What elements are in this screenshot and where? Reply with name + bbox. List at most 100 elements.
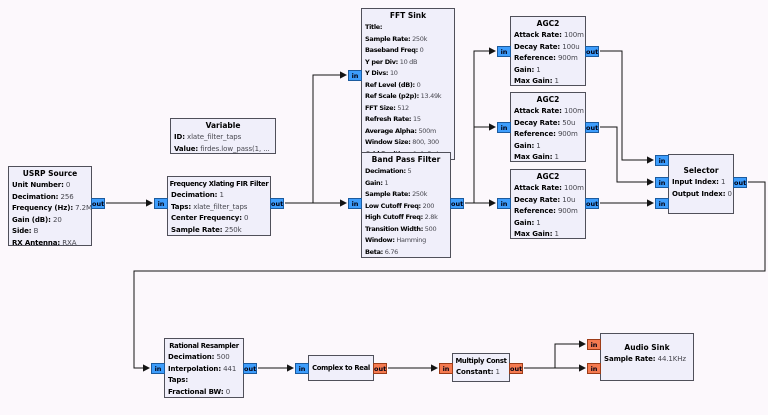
param-row: Beta: 6.76 xyxy=(365,247,399,256)
wire-agc-bottom-to-selector[interactable] xyxy=(600,199,654,207)
out-port[interactable]: out xyxy=(373,363,387,374)
param-row: Attack Rate: 100m xyxy=(514,107,584,115)
param-row: Fractional BW: 0 xyxy=(168,387,231,396)
wire-bpf-to-agcs[interactable] xyxy=(465,47,496,207)
in-port-0[interactable]: in xyxy=(655,155,669,166)
out-port[interactable]: out xyxy=(91,198,105,209)
out-port[interactable]: out xyxy=(585,198,599,209)
in-port[interactable]: in xyxy=(439,363,453,374)
in-port-1[interactable]: in xyxy=(587,363,601,374)
param-row: Attack Rate: 100m xyxy=(514,31,584,39)
block-params: Sample Rate: 44.1KHz xyxy=(601,354,693,366)
param-row: Input Index: 1 xyxy=(672,178,726,186)
in-port[interactable]: in xyxy=(348,198,362,209)
in-port[interactable]: in xyxy=(497,46,511,57)
wire-agc-mid-to-selector[interactable] xyxy=(600,126,654,186)
in-port-2[interactable]: in xyxy=(655,198,669,209)
param-row: RX Antenna: RXA xyxy=(12,238,77,247)
param-row: Decay Rate: 50u xyxy=(514,118,576,127)
param-row: Max Gain: 1 xyxy=(514,153,559,161)
param-row: Gain (dB): 20 xyxy=(12,215,62,224)
param-row: Gain: 1 xyxy=(514,65,541,74)
param-row: Decimation: 1 xyxy=(171,191,224,199)
block-title: AGC2 xyxy=(536,19,560,28)
out-port[interactable]: out xyxy=(270,198,284,209)
block-audio-sink[interactable]: Audio Sink Sample Rate: 44.1KHz in in xyxy=(587,333,694,381)
wire-fir-to-fft-and-bpf[interactable] xyxy=(285,71,347,207)
param-row: Y Divs: 10 xyxy=(365,69,398,77)
wire-usrp-to-fir[interactable] xyxy=(106,199,153,207)
in-port[interactable]: in xyxy=(497,198,511,209)
param-row: Y per Div: 10 dB xyxy=(365,57,418,66)
param-row: Window: Hamming xyxy=(365,236,426,244)
out-port[interactable]: out xyxy=(585,122,599,133)
block-usrp-source[interactable]: USRP Source Unit Number: 0 Decimation: 25… xyxy=(8,166,105,249)
in-port-1[interactable]: in xyxy=(655,177,669,188)
in-port[interactable]: in xyxy=(295,363,309,374)
block-title: Audio Sink xyxy=(624,343,670,352)
param-row: Gain: 1 xyxy=(514,141,541,150)
block-multiply-const[interactable]: Multiply Const Constant: 1 in out xyxy=(439,353,523,382)
block-title: Variable xyxy=(205,121,241,130)
block-params: Constant: 1 xyxy=(453,367,509,379)
param-row: Low Cutoff Freq: 200 xyxy=(365,201,435,210)
block-title: USRP Source xyxy=(22,169,78,178)
out-port[interactable]: out xyxy=(243,363,257,374)
in-port[interactable]: in xyxy=(348,70,362,81)
wire-selector-to-resampler[interactable] xyxy=(133,181,766,372)
in-port[interactable]: in xyxy=(497,122,511,133)
param-row: Center Frequency: 0 xyxy=(171,214,249,222)
param-row: Unit Number: 0 xyxy=(12,181,71,189)
param-row: Decay Rate: 100u xyxy=(514,42,580,51)
param-row: Reference: 900m xyxy=(514,54,578,62)
param-row: Reference: 900m xyxy=(514,130,578,138)
in-port-0[interactable]: in xyxy=(587,339,601,350)
param-row: Side: B xyxy=(12,227,39,235)
param-row: Ref Level (dB): 0 xyxy=(365,80,421,89)
in-port[interactable]: in xyxy=(151,363,165,374)
param-row: FFT Size: 512 xyxy=(365,103,409,112)
block-title: Band Pass Filter xyxy=(371,155,441,164)
block-params: Input Index: 1 Output Index: 0 xyxy=(669,177,733,200)
out-port[interactable]: out xyxy=(509,363,523,374)
param-row: ID: xlate_filter_taps xyxy=(174,133,242,141)
block-freq-xlating-fir-filter[interactable]: Frequency Xlating FIR Filter Decimation:… xyxy=(154,176,284,236)
param-row: Transition Width: 500 xyxy=(365,224,437,233)
param-row: Attack Rate: 100m xyxy=(514,184,584,192)
param-row: Taps: xlate_filter_taps xyxy=(171,202,248,211)
out-port[interactable]: out xyxy=(450,198,464,209)
block-selector[interactable]: Selector Input Index: 1 Output Index: 0 i… xyxy=(655,154,747,214)
param-row: Refresh Rate: 15 xyxy=(365,115,421,123)
block-title: Selector xyxy=(683,166,719,175)
out-port[interactable]: out xyxy=(585,46,599,57)
param-row: Decimation: 5 xyxy=(365,167,412,175)
block-complex-to-real[interactable]: Complex to Real in out xyxy=(295,355,387,381)
param-row: Taps: xyxy=(168,376,189,384)
param-row: Max Gain: 1 xyxy=(514,77,559,85)
out-port[interactable]: out xyxy=(733,177,747,188)
param-row: Output Index: 0 xyxy=(672,189,732,198)
param-row: Constant: 1 xyxy=(456,368,500,376)
wire-resampler-to-c2r[interactable] xyxy=(258,364,294,372)
param-row: Average Alpha: 500m xyxy=(365,126,436,135)
wire-mult-to-audio[interactable] xyxy=(524,340,586,372)
in-port[interactable]: in xyxy=(154,198,168,209)
block-title: Multiply Const xyxy=(455,357,507,365)
param-row: Decimation: 256 xyxy=(12,192,74,201)
param-row: Value: firdes.low_pass(1, ... xyxy=(174,144,270,153)
param-row: Reference: 900m xyxy=(514,207,578,215)
param-row: Gain: 1 xyxy=(514,218,541,227)
param-row: Interpolation: 441 xyxy=(168,364,237,373)
param-row: Baseband Freq: 0 xyxy=(365,46,424,54)
wire-agc-top-to-selector[interactable] xyxy=(600,50,654,164)
wire-c2r-to-mult[interactable] xyxy=(388,364,438,372)
